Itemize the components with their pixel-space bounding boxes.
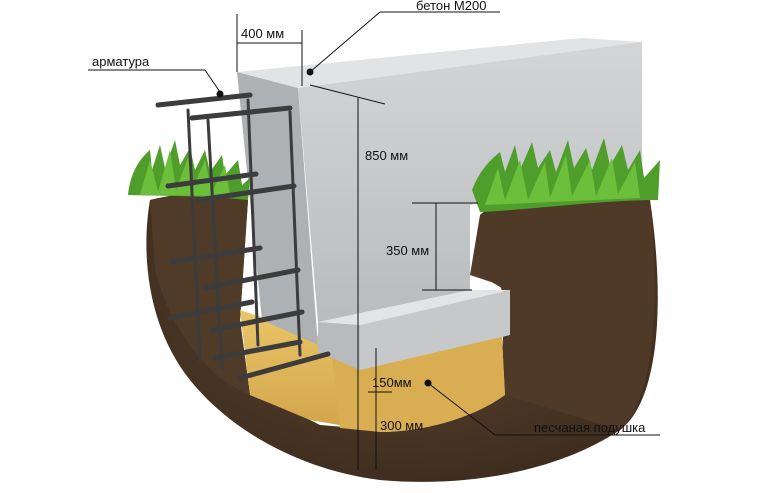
step-height-label: 350 мм xyxy=(386,243,429,258)
width-label: 400 мм xyxy=(241,26,284,41)
rebar-leader-dot xyxy=(216,90,224,98)
sand-thickness-label: 150мм xyxy=(372,375,412,390)
concrete-footing xyxy=(318,290,510,370)
leader-dots xyxy=(216,68,432,387)
total-depth-label: 300 мм xyxy=(380,418,423,433)
grass-left xyxy=(128,140,250,200)
rebar-cage xyxy=(155,92,331,381)
sand-leader-dot xyxy=(424,379,432,387)
soil xyxy=(146,188,658,482)
wall-height-label: 850 мм xyxy=(365,148,408,163)
concrete-leader-dot xyxy=(306,68,314,76)
rebar-label: арматура xyxy=(92,54,150,69)
concrete-label: бетон М200 xyxy=(416,0,486,13)
grass-right xyxy=(472,138,660,212)
dimension-lines xyxy=(88,11,660,470)
sand-cushion-label: песчаная подушка xyxy=(534,420,646,435)
